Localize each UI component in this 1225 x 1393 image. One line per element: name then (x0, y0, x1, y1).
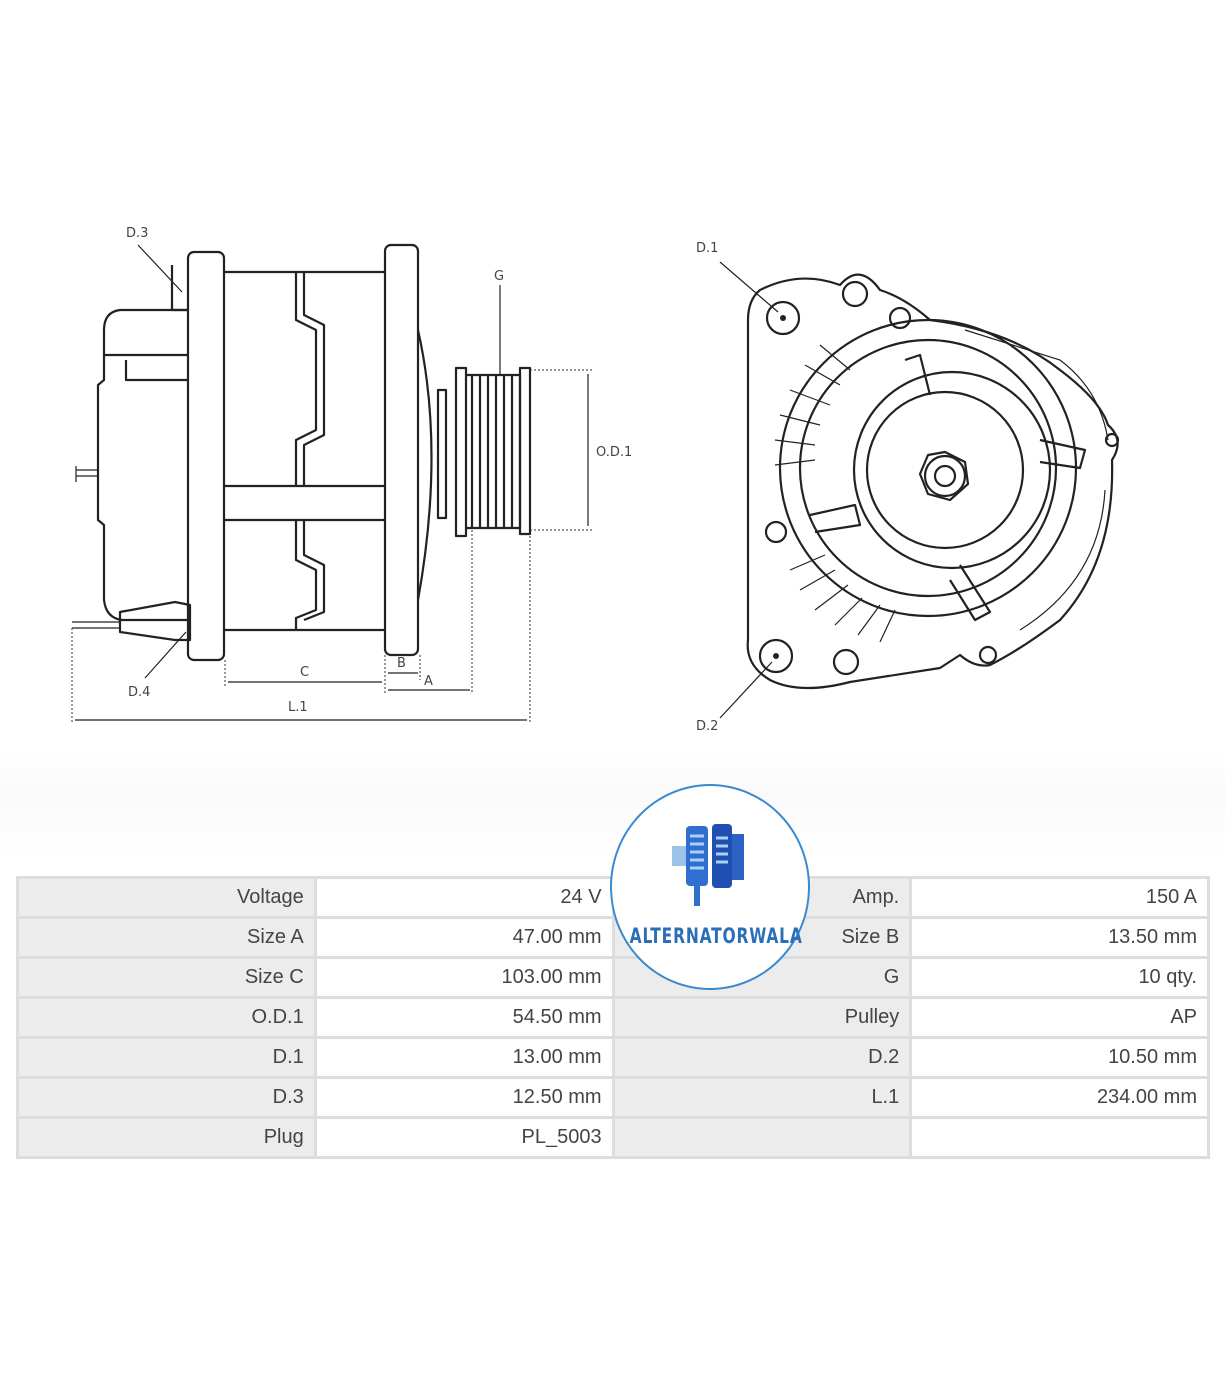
label-g: G (494, 269, 504, 284)
cooling-slots (774, 344, 896, 643)
spec-value: 13.50 mm (909, 916, 1210, 959)
label-od1: O.D.1 (596, 445, 632, 460)
spec-label: O.D.1 (16, 996, 317, 1039)
section-divider (0, 750, 1225, 860)
label-d1: D.1 (696, 241, 718, 256)
spec-label: Size A (16, 916, 317, 959)
side-view: D.3 D.4 G O.D.1 C B A L.1 (71, 226, 632, 724)
spec-label: Voltage (16, 876, 317, 919)
spec-value: 13.00 mm (313, 1036, 615, 1079)
spec-value: PL_5003 (313, 1116, 615, 1159)
alternator-technical-drawing: D.3 D.4 G O.D.1 C B A L.1 D.1 D.2 (71, 226, 1120, 734)
spec-value: 10.50 mm (909, 1036, 1210, 1079)
spec-value: 234.00 mm (909, 1076, 1210, 1119)
spec-value: AP (909, 996, 1210, 1039)
label-l1: L.1 (288, 700, 308, 715)
spec-label (611, 1116, 913, 1159)
spec-label: Size C (16, 956, 317, 999)
alternatorwala-logo: ALTERNATORWALA (610, 784, 810, 990)
label-d3: D.3 (126, 226, 148, 241)
spec-label: D.3 (16, 1076, 317, 1119)
spec-label: Pulley (611, 996, 913, 1039)
spec-value: 10 qty. (909, 956, 1210, 999)
label-d2: D.2 (696, 719, 718, 734)
label-d4: D.4 (128, 685, 150, 700)
spec-label: D.1 (16, 1036, 317, 1079)
spec-label: L.1 (611, 1076, 913, 1119)
spec-value: 103.00 mm (313, 956, 615, 999)
logo-text: ALTERNATORWALA (629, 924, 803, 948)
spec-label: Plug (16, 1116, 317, 1159)
spec-value: 47.00 mm (313, 916, 615, 959)
spec-value: 12.50 mm (313, 1076, 615, 1119)
label-c: C (300, 665, 309, 680)
alternator-logo-icon (672, 824, 744, 906)
front-view: D.1 D.2 (696, 241, 1120, 734)
spec-value (909, 1116, 1210, 1159)
spec-value: 54.50 mm (313, 996, 615, 1039)
label-a: A (424, 674, 433, 689)
spec-value: 24 V (313, 876, 615, 919)
label-b: B (397, 656, 406, 671)
spec-label: D.2 (611, 1036, 913, 1079)
spec-value: 150 A (909, 876, 1210, 919)
